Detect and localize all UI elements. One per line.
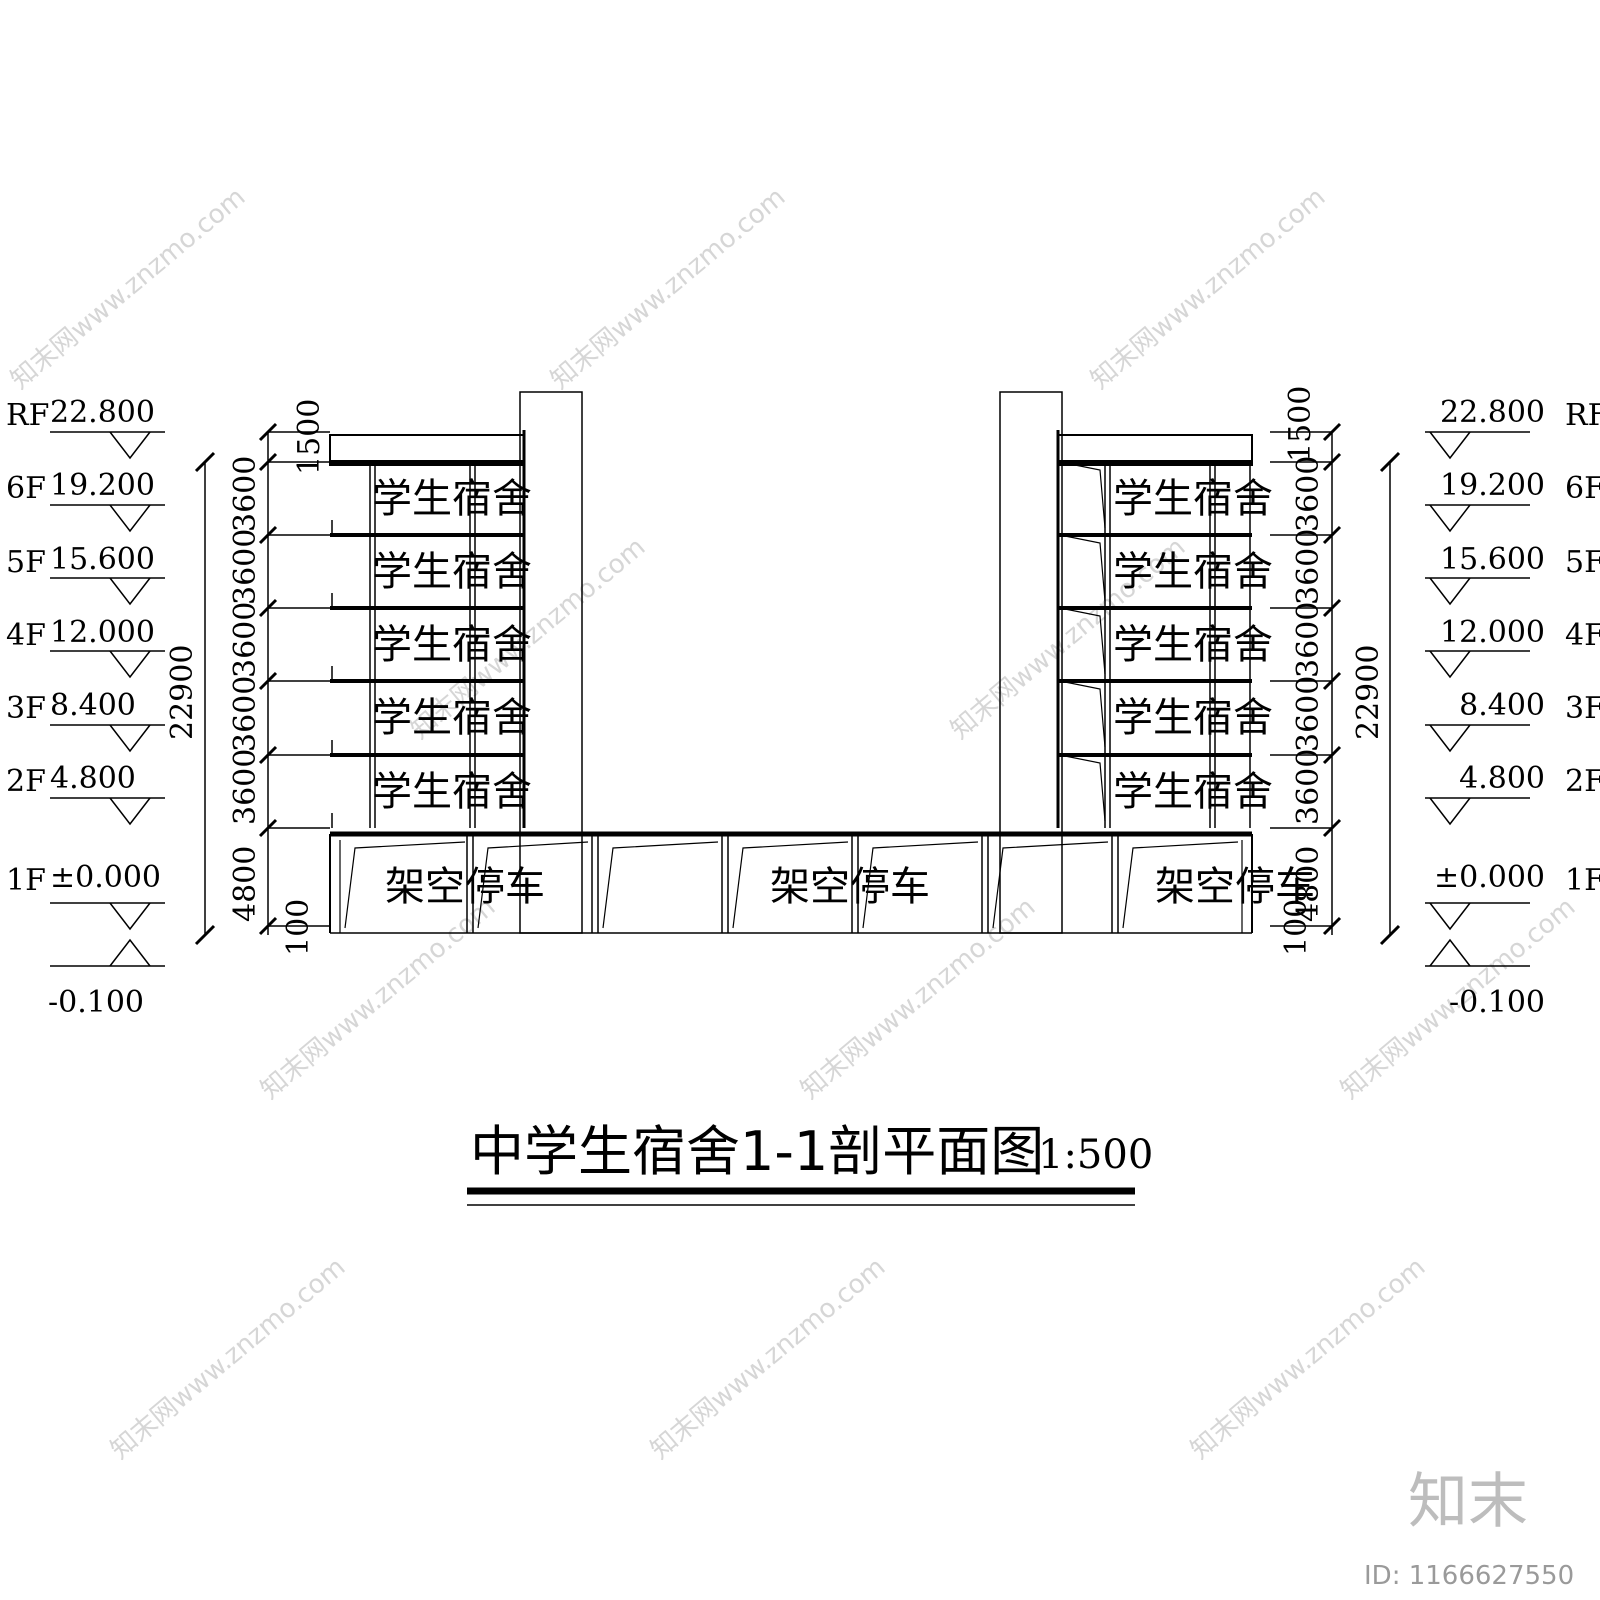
right-floor-4f: 4F [1565,618,1600,653]
left-floor-2f: 2F [6,764,46,799]
right-room-2f: 学生宿舍 [1113,769,1273,815]
left-elev-4f: 12.000 [50,615,155,650]
right-dim-6f: 3600 [1291,456,1326,532]
right-elev-3f: 8.400 [1459,688,1545,723]
right-dim-2f: 3600 [1291,749,1326,825]
left-dimension-lines [194,422,330,946]
left-dim-parapet: 1500 [292,399,327,475]
right-dimension-text: 22900 1500 3600 3600 3600 3600 3600 4800… [1279,386,1386,956]
right-room-3f: 学生宿舍 [1113,695,1273,741]
right-elev-5f: 15.600 [1440,542,1545,577]
left-floor-rf: RF [6,398,49,433]
right-floor-5f: 5F [1565,545,1600,580]
right-elev-1f: ±0.000 [1434,860,1545,895]
left-dim-total: 22900 [165,645,200,740]
parking-center: 架空停车 [770,864,930,910]
right-elev-6f: 19.200 [1440,468,1545,503]
right-elev-2f: 4.800 [1459,761,1545,796]
image-id-label: ID: 1166627550 [1364,1561,1574,1591]
right-level-labels: 22.800 RF 19.200 6F 15.600 5F 12.000 4F … [1434,395,1600,1020]
left-elev-5f: 15.600 [50,542,155,577]
left-room-3f: 学生宿舍 [372,695,532,741]
building-section [329,391,1253,934]
left-room-5f: 学生宿舍 [372,549,532,595]
right-dim-1f: 4800 [1291,846,1326,922]
right-room-4f: 学生宿舍 [1113,622,1273,668]
watermark-11: 知末网www.znzmo.com [1185,1252,1431,1465]
left-floor-6f: 6F [6,471,46,506]
watermark-10: 知末网www.znzmo.com [645,1252,891,1465]
left-floor-4f: 4F [6,618,46,653]
left-elev-6f: 19.200 [50,468,155,503]
right-elev-ground: -0.100 [1449,985,1545,1020]
right-dim-total: 22900 [1351,645,1386,740]
parking-left: 架空停车 [385,864,545,910]
left-elev-2f: 4.800 [50,761,136,796]
left-level-labels: RF 22.800 6F 19.200 5F 15.600 4F 12.000 … [6,395,161,1020]
left-elev-1f: ±0.000 [50,860,161,895]
left-floor-5f: 5F [6,545,46,580]
left-dim-4f: 3600 [228,602,263,678]
left-room-6f: 学生宿舍 [372,476,532,522]
watermark-1: 知末网www.znzmo.com [5,182,251,395]
left-floor-3f: 3F [6,691,46,726]
drawing-title: 中学生宿舍1-1剖平面图 [470,1120,1044,1183]
right-dimension-lines [1270,422,1401,946]
right-dim-3f: 3600 [1291,676,1326,752]
right-elev-rf: 22.800 [1440,395,1545,430]
right-dim-5f: 3600 [1291,529,1326,605]
right-elev-4f: 12.000 [1440,615,1545,650]
drawing-scale: 1:500 [1038,1132,1153,1178]
right-dim-4f: 3600 [1291,602,1326,678]
right-level-markers [1425,431,1530,967]
drawing-title-block: 中学生宿舍1-1剖平面图 1:500 [467,1120,1153,1206]
left-room-4f: 学生宿舍 [372,622,532,668]
left-dim-plinth: 100 [281,899,316,956]
right-floor-6f: 6F [1565,471,1600,506]
left-floor-1f: 1F [6,863,46,898]
right-dim-plinth: 100 [1279,899,1314,956]
watermark-9: 知末网www.znzmo.com [105,1252,351,1465]
watermark-7: 知末网www.znzmo.com [795,892,1041,1105]
right-floor-rf: RF [1565,398,1600,433]
left-dim-5f: 3600 [228,529,263,605]
right-dim-parapet: 1500 [1283,386,1318,462]
left-dim-6f: 3600 [228,456,263,532]
left-elev-rf: 22.800 [50,395,155,430]
left-dimension-text: 22900 1500 3600 3600 3600 3600 3600 4800… [165,399,327,956]
watermark-3: 知末网www.znzmo.com [1085,182,1331,395]
right-room-5f: 学生宿舍 [1113,549,1273,595]
right-floor-3f: 3F [1565,691,1600,726]
left-room-2f: 学生宿舍 [372,769,532,815]
left-level-markers [50,431,165,967]
left-dim-2f: 3600 [228,749,263,825]
brand-logo-text: 知末 [1408,1467,1528,1537]
room-labels: 学生宿舍 学生宿舍 学生宿舍 学生宿舍 学生宿舍 学生宿舍 学生宿舍 学生宿舍 … [372,476,1315,910]
right-floor-2f: 2F [1565,764,1600,799]
left-dim-1f: 4800 [228,846,263,922]
left-elev-3f: 8.400 [50,688,136,723]
watermark-2: 知末网www.znzmo.com [545,182,791,395]
left-elev-ground: -0.100 [48,985,144,1020]
left-dim-3f: 3600 [228,676,263,752]
right-room-6f: 学生宿舍 [1113,476,1273,522]
parking-right: 架空停车 [1155,864,1315,910]
right-floor-1f: 1F [1565,863,1600,898]
